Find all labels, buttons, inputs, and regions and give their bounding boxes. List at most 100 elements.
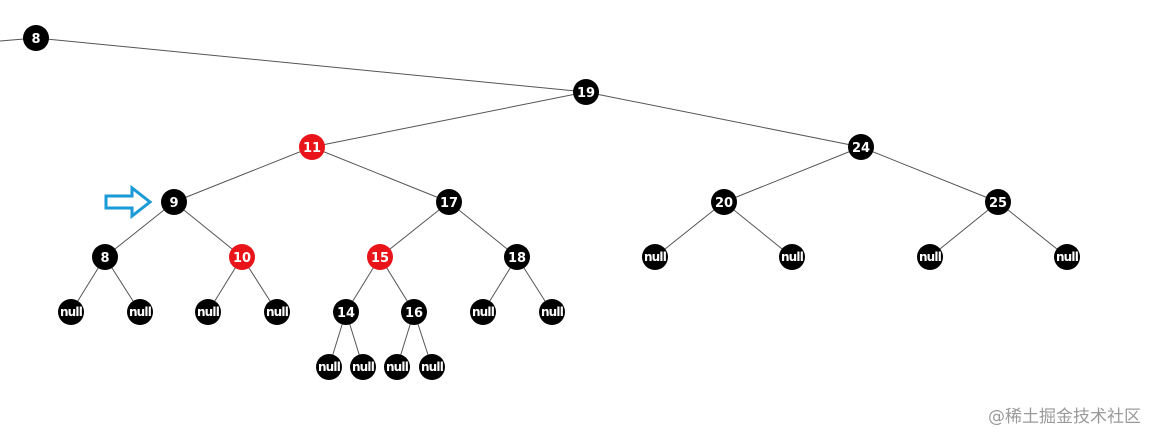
tree-edge — [379, 201, 450, 258]
tree-node: 9 — [161, 189, 187, 215]
node-label: 19 — [577, 86, 595, 101]
tree-edge — [860, 146, 999, 203]
tree-edge — [448, 201, 518, 258]
tree-node: null — [419, 354, 445, 380]
node-label: 24 — [852, 141, 870, 156]
node-label: null — [644, 250, 667, 264]
node-label: 8 — [31, 32, 40, 47]
node-label: 25 — [989, 196, 1007, 211]
node-label: 18 — [508, 251, 526, 266]
node-circle — [58, 299, 84, 325]
tree-node: null — [58, 299, 84, 325]
node-circle — [264, 299, 290, 325]
tree-node: null — [264, 299, 290, 325]
tree-node: 14 — [333, 299, 359, 325]
node-circle — [985, 189, 1011, 215]
node-label: null — [386, 360, 409, 374]
node-label: 10 — [233, 251, 251, 266]
tree-nodes: 8 19 11 9 8 null null 10 null null 17 15 14 null null 1… — [23, 25, 1080, 380]
node-circle — [779, 244, 805, 270]
node-label: null — [266, 305, 289, 319]
node-label: null — [60, 305, 83, 319]
node-circle — [711, 189, 737, 215]
tree-node: 18 — [504, 244, 530, 270]
node-circle — [848, 134, 874, 160]
node-label: null — [1056, 250, 1079, 264]
tree-node: 8 — [92, 244, 118, 270]
node-circle — [195, 299, 221, 325]
tree-edge — [173, 146, 313, 203]
node-label: null — [197, 305, 220, 319]
tree-edge — [35, 37, 587, 93]
node-label: null — [541, 305, 564, 319]
arrow-right-icon — [104, 184, 153, 220]
tree-node: 11 — [299, 134, 325, 160]
tree-edge — [104, 201, 175, 258]
pointer-arrow-icon — [104, 184, 153, 220]
node-circle — [642, 244, 668, 270]
tree-edge — [654, 201, 725, 258]
node-circle — [401, 299, 427, 325]
node-label: null — [352, 360, 375, 374]
node-circle — [350, 354, 376, 380]
node-label: 17 — [440, 196, 458, 211]
node-label: 8 — [100, 251, 109, 266]
tree-node: 24 — [848, 134, 874, 160]
tree-node: null — [779, 244, 805, 270]
watermark: @稀土掘金技术社区 — [988, 407, 1141, 427]
node-circle — [470, 299, 496, 325]
tree-edge — [585, 91, 862, 148]
node-circle — [299, 134, 325, 160]
node-circle — [367, 244, 393, 270]
tree-edge — [311, 146, 450, 203]
node-circle — [127, 299, 153, 325]
node-label: 9 — [169, 196, 178, 211]
tree-edge — [929, 201, 999, 258]
tree-node: 8 — [23, 25, 49, 51]
node-circle — [92, 244, 118, 270]
node-label: 14 — [337, 306, 355, 321]
node-label: null — [129, 305, 152, 319]
node-circle — [384, 354, 410, 380]
tree-node: 10 — [229, 244, 255, 270]
tree-node: 20 — [711, 189, 737, 215]
tree-edge — [173, 201, 243, 258]
node-label: null — [472, 305, 495, 319]
tree-node: null — [384, 354, 410, 380]
node-circle — [316, 354, 342, 380]
tree-node: null — [1054, 244, 1080, 270]
node-circle — [229, 244, 255, 270]
tree-edge — [311, 91, 587, 148]
node-circle — [1054, 244, 1080, 270]
tree-node: 15 — [367, 244, 393, 270]
tree-edge — [723, 201, 793, 258]
tree-node: null — [195, 299, 221, 325]
tree-node: null — [350, 354, 376, 380]
tree-edges — [0, 37, 1068, 368]
node-label: null — [318, 360, 341, 374]
node-circle — [23, 25, 49, 51]
tree-node: 25 — [985, 189, 1011, 215]
node-label: null — [421, 360, 444, 374]
node-circle — [436, 189, 462, 215]
node-circle — [333, 299, 359, 325]
tree-node: 17 — [436, 189, 462, 215]
node-label: 11 — [303, 141, 321, 156]
tree-node: 19 — [573, 79, 599, 105]
tree-node: null — [127, 299, 153, 325]
node-circle — [539, 299, 565, 325]
tree-node: null — [539, 299, 565, 325]
node-circle — [161, 189, 187, 215]
node-label: 15 — [371, 251, 389, 266]
node-label: 16 — [405, 306, 423, 321]
tree-node: 16 — [401, 299, 427, 325]
node-label: 20 — [715, 196, 733, 211]
tree-node: null — [470, 299, 496, 325]
node-label: null — [919, 250, 942, 264]
node-label: null — [781, 250, 804, 264]
tree-node: null — [316, 354, 342, 380]
tree-node: null — [917, 244, 943, 270]
tree-node: null — [642, 244, 668, 270]
node-circle — [573, 79, 599, 105]
